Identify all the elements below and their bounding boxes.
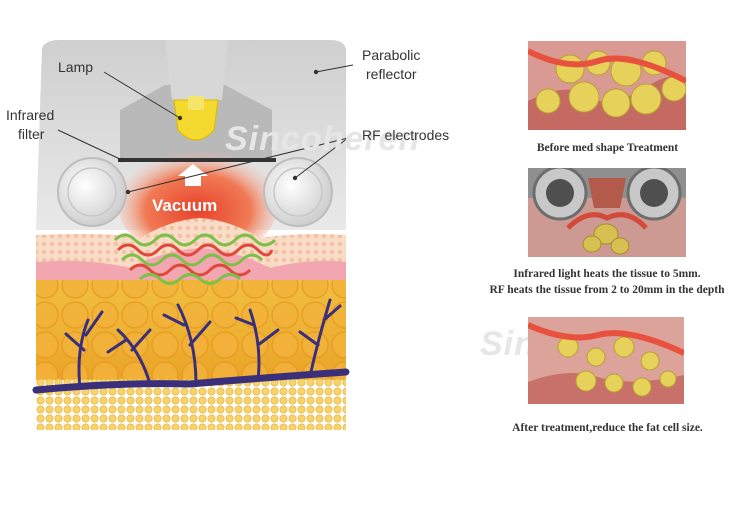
dermis-layer	[36, 248, 346, 285]
rf-electrode-right	[263, 157, 333, 227]
caption-after: After treatment,reduce the fat cell size…	[512, 422, 703, 434]
parabolic-reflector-label: Parabolic reflector	[362, 47, 421, 82]
infrared-filter	[118, 158, 276, 162]
vacuum-arrow-icon	[178, 164, 208, 186]
collagen-swirls	[113, 233, 277, 285]
panel-heating-image	[528, 168, 686, 257]
infrared-filter-label: Infrared filter	[6, 107, 55, 142]
caption-heating: Infrared light heats the tissue to 5mm. …	[489, 268, 725, 296]
lamp-icon	[173, 99, 219, 141]
blood-vessels	[32, 298, 350, 394]
rf-electrode-left	[57, 157, 127, 227]
lamp-label: Lamp	[58, 59, 94, 75]
panel-before-image	[528, 41, 686, 130]
rf-electrodes-label: RF electrodes	[362, 127, 450, 143]
caption-before: Before med shape Treatment	[536, 142, 679, 154]
watermark: Sincoheren	[225, 120, 421, 158]
panel-after-image	[528, 317, 684, 404]
vacuum-label: Vacuum	[152, 196, 218, 215]
lamp-holder	[165, 40, 228, 100]
